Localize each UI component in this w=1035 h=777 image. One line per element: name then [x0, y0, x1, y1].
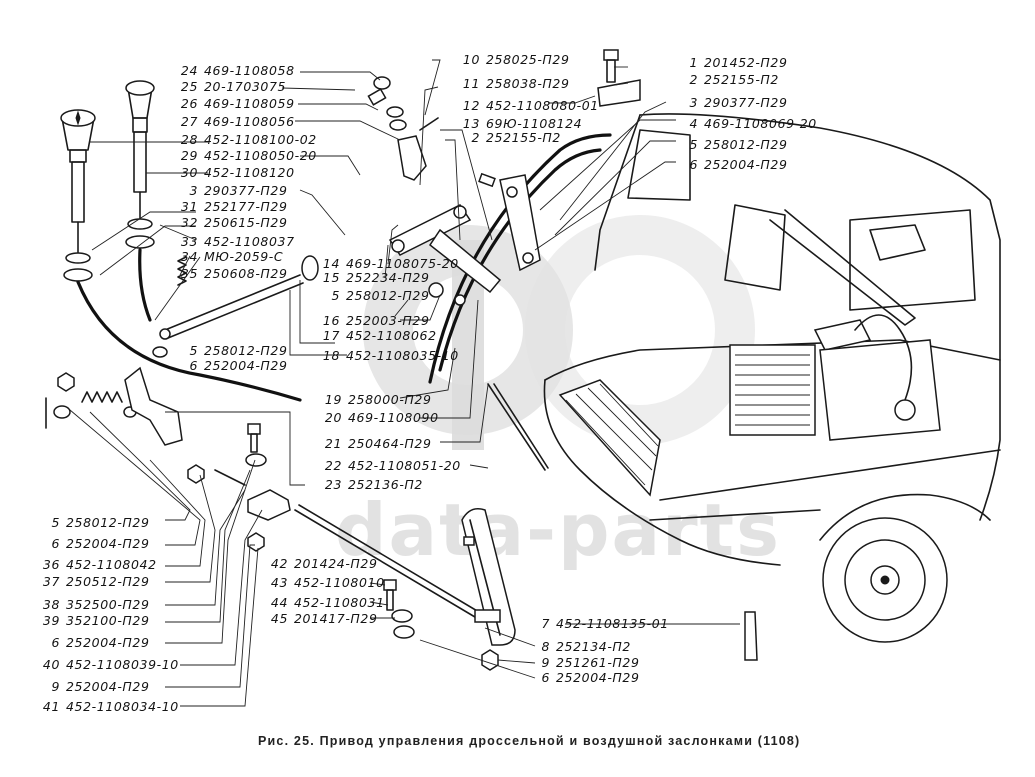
radiator-grille [558, 379, 661, 497]
throttle-knob-right [125, 80, 155, 322]
pull-rod [164, 274, 304, 339]
bracket [499, 174, 541, 272]
throttle-rod [487, 383, 549, 471]
return-spring [81, 391, 123, 403]
watermark-text: data-parts [335, 488, 781, 572]
vehicle-body [543, 113, 1001, 661]
connector [397, 135, 427, 181]
choke-cable [76, 280, 302, 402]
leader-lines [69, 59, 740, 707]
engine-block [729, 344, 816, 436]
choke-knob-left [60, 109, 96, 282]
figure-caption: Рис. 25. Привод управления дроссельной и… [258, 734, 801, 748]
grommet [301, 255, 319, 281]
pedal-shaft [294, 504, 485, 621]
accelerator-pedal [461, 508, 516, 646]
